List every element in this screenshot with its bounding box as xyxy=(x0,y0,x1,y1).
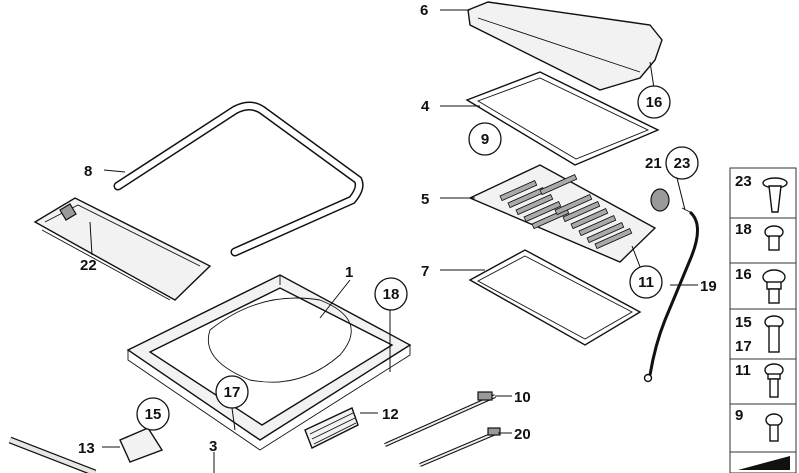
wedge-icon xyxy=(738,456,790,470)
part-21-cap xyxy=(650,188,670,212)
callout-7: 7 xyxy=(421,263,429,280)
part-6-glass-lid xyxy=(467,1,663,91)
part-20-cable xyxy=(419,427,501,467)
callout-labels: 6 4 5 7 8 22 1 12 10 20 13 3 19 21 xyxy=(78,2,717,457)
callout-22: 22 xyxy=(80,257,97,274)
callout-18: 18 xyxy=(383,286,400,303)
legend-label-11: 11 xyxy=(735,362,751,379)
part-4-seal-frame xyxy=(465,71,660,166)
callout-17: 17 xyxy=(224,384,241,401)
part-13-bracket xyxy=(119,427,164,463)
callout-16: 16 xyxy=(646,94,663,111)
callout-3: 3 xyxy=(209,438,217,455)
part-1-main-frame xyxy=(126,274,412,451)
legend-label-9: 9 xyxy=(735,407,743,424)
screw-flange-icon xyxy=(762,269,786,304)
legend-label-15: 15 xyxy=(735,314,752,331)
callout-15: 15 xyxy=(145,406,162,423)
circled-callouts: 16 9 23 11 18 17 15 xyxy=(136,85,699,431)
callout-21: 21 xyxy=(645,155,662,172)
part-19-drain-hose xyxy=(643,207,699,383)
part-3-rail xyxy=(8,436,97,473)
callout-5: 5 xyxy=(421,191,429,208)
callout-9: 9 xyxy=(481,131,489,148)
callout-8: 8 xyxy=(84,163,92,180)
legend-label-16: 16 xyxy=(735,266,752,283)
legend-label-17: 17 xyxy=(735,338,752,355)
legend-label-23: 23 xyxy=(735,173,752,190)
screw-small-icon xyxy=(764,225,784,251)
screw-collar-icon xyxy=(764,363,784,398)
fastener-legend: 23 18 16 15 17 11 xyxy=(729,167,797,473)
callout-11: 11 xyxy=(638,274,654,291)
part-8-roof-seal xyxy=(113,101,364,257)
part-10-cable xyxy=(384,391,496,447)
callout-12: 12 xyxy=(382,406,399,423)
screw-long-icon xyxy=(764,315,784,353)
callout-19: 19 xyxy=(700,278,717,295)
callout-4: 4 xyxy=(421,98,430,115)
callout-20: 20 xyxy=(514,426,531,443)
callout-23: 23 xyxy=(674,155,691,172)
part-7-lower-seal xyxy=(468,249,642,346)
part-5-sunshade-panel xyxy=(468,164,657,263)
legend-label-18: 18 xyxy=(735,221,752,238)
callout-10: 10 xyxy=(514,389,531,406)
part-12-deflector xyxy=(304,407,359,449)
callout-6: 6 xyxy=(420,2,428,19)
callout-1: 1 xyxy=(345,264,353,281)
leader-lines xyxy=(89,9,698,473)
push-rivet-icon xyxy=(762,177,788,213)
screw-pan-icon xyxy=(765,413,783,442)
part-22-front-member xyxy=(33,197,212,301)
callout-13: 13 xyxy=(78,440,95,457)
